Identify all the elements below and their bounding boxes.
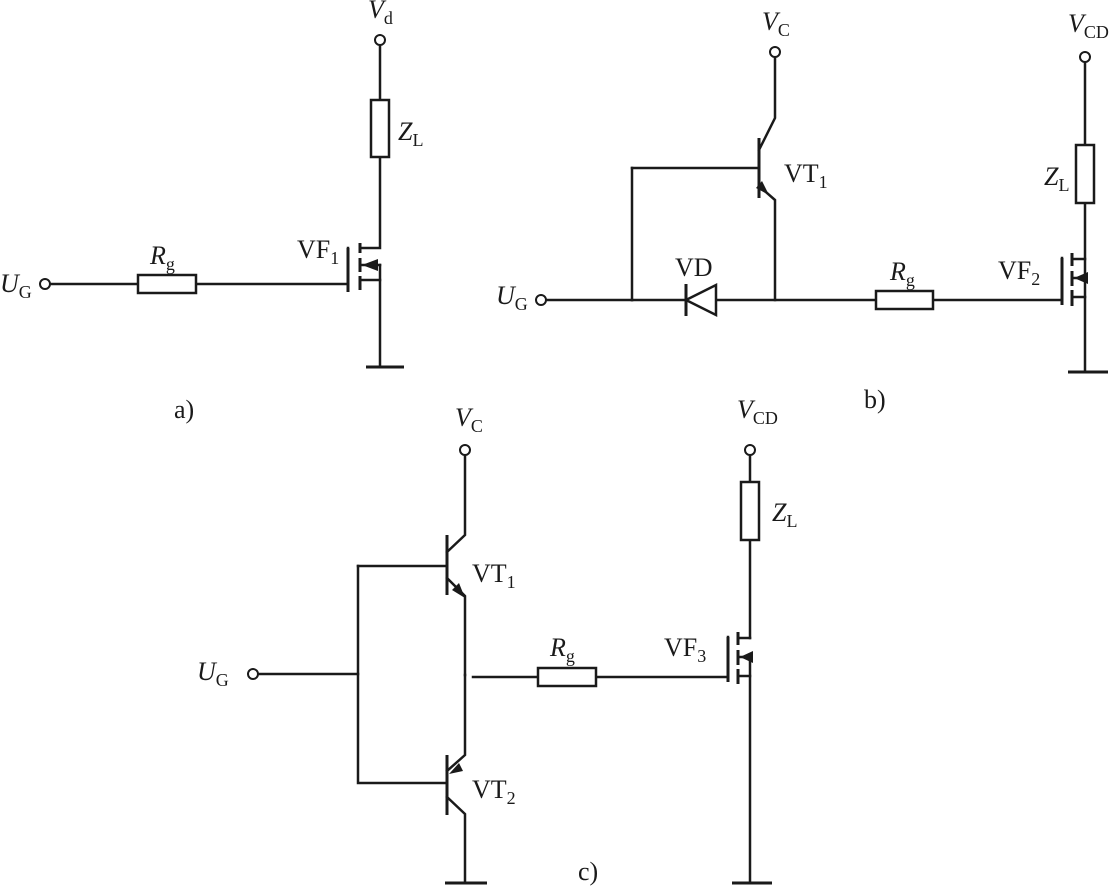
- vc-terminal-c: [459, 444, 471, 456]
- ug-label-b: UG: [496, 281, 528, 314]
- ug-terminal-c: [247, 668, 259, 680]
- vf1-label: VF1: [297, 235, 339, 268]
- vt1-emitter-arrow-c: [452, 583, 465, 598]
- caption-a: a): [174, 395, 194, 424]
- vcd-terminal-c: [744, 444, 756, 456]
- zl-label-c: ZL: [772, 498, 797, 531]
- vf1-channel-arrow: [362, 259, 378, 271]
- rg-label-a: Rg: [149, 241, 175, 274]
- vc-terminal-b: [769, 46, 781, 58]
- zl-load-c: [739, 480, 761, 542]
- rg-label-c: Rg: [549, 633, 575, 666]
- circuit-b: VC VCD VT1 VD Rg ZL VF2 UG b): [496, 7, 1109, 414]
- circuit-c-wiring: [256, 453, 772, 885]
- zl-load-b: [1074, 143, 1096, 205]
- vd-label: Vd: [368, 0, 393, 28]
- ug-label-a: UG: [0, 269, 32, 302]
- ug-terminal-b: [535, 294, 547, 306]
- vcd-terminal-b: [1079, 51, 1091, 63]
- rg-resistor-b: [874, 289, 935, 311]
- vd-terminal: [374, 34, 386, 46]
- ug-terminal-a: [39, 278, 51, 290]
- vf2-channel-arrow: [1074, 272, 1088, 284]
- circuit-c: VC VCD VT1 VT2 Rg ZL VF3 UG c): [197, 395, 797, 886]
- vf3-label: VF3: [664, 633, 706, 666]
- caption-b: b): [864, 385, 886, 414]
- ug-label-c: UG: [197, 657, 229, 690]
- vf3-channel-arrow: [740, 651, 753, 663]
- vcd-label-c: VCD: [737, 395, 778, 428]
- rg-resistor-a: [136, 273, 198, 295]
- vd-label: VD: [675, 253, 713, 282]
- vc-label-b: VC: [762, 7, 790, 40]
- caption-c: c): [578, 857, 598, 886]
- circuit-a: Vd ZL VF1 Rg UG a): [0, 0, 423, 424]
- zl-label-b: ZL: [1044, 162, 1069, 195]
- zl-label-a: ZL: [398, 117, 423, 150]
- circuit-a-wiring: [48, 43, 404, 369]
- rg-resistor-c: [536, 666, 598, 688]
- vt1-label-b: VT1: [784, 159, 828, 192]
- vc-label-c: VC: [455, 403, 483, 436]
- vt1-emitter-arrow-b: [756, 181, 769, 195]
- vd-diode: [683, 282, 718, 318]
- vt2-emitter-arrow-c: [449, 763, 463, 774]
- vt1-label-c: VT1: [472, 559, 516, 592]
- zl-load-a: [369, 98, 391, 159]
- vt2-label-c: VT2: [472, 775, 516, 808]
- rg-label-b: Rg: [889, 257, 915, 290]
- circuit-b-wiring: [544, 55, 1108, 374]
- vf2-label: VF2: [998, 256, 1040, 289]
- vcd-label-b: VCD: [1068, 9, 1109, 42]
